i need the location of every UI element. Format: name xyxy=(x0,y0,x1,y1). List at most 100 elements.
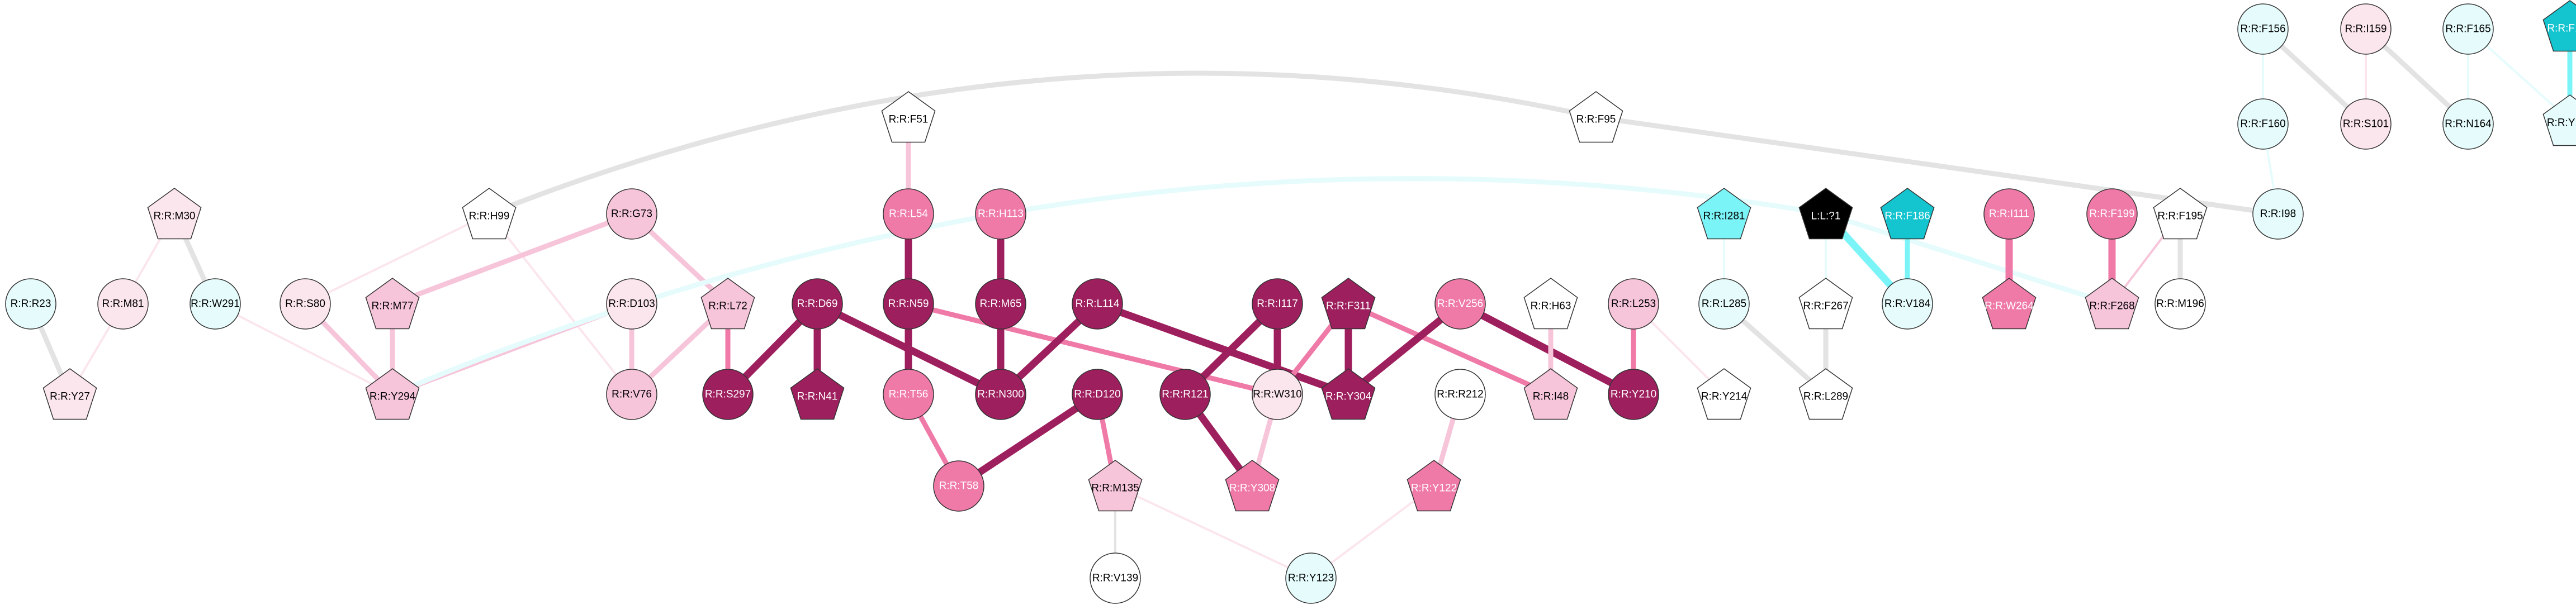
node-label: R:R:R121 xyxy=(1162,389,1208,401)
node-r-r-m196[interactable]: R:R:M196 xyxy=(2154,278,2206,330)
node-r-r-i111[interactable]: R:R:I111 xyxy=(1983,188,2035,240)
node-r-r-v184[interactable]: R:R:V184 xyxy=(1882,278,1933,330)
node-r-r-y294[interactable]: R:R:Y294 xyxy=(365,368,420,420)
node-r-r-i281[interactable]: R:R:I281 xyxy=(1697,188,1751,240)
node-r-r-f156[interactable]: R:R:F156 xyxy=(2237,3,2289,55)
node-circle-shape xyxy=(792,278,843,330)
node-label: R:R:H113 xyxy=(978,208,1024,220)
node-r-r-s101[interactable]: R:R:S101 xyxy=(2340,98,2392,150)
node-r-r-i159[interactable]: R:R:I159 xyxy=(2340,3,2392,55)
node-label: R:R:M65 xyxy=(980,298,1022,310)
node-r-r-l289[interactable]: R:R:L289 xyxy=(1798,368,1853,420)
edge-l-l-1-r-r-f268 xyxy=(1823,211,2115,307)
node-r-r-s297[interactable]: R:R:S297 xyxy=(702,369,754,420)
node-r-r-y27[interactable]: R:R:Y27 xyxy=(42,368,97,420)
node-r-r-r121[interactable]: R:R:R121 xyxy=(1159,369,1211,420)
node-r-r-m30[interactable]: R:R:M30 xyxy=(147,188,202,240)
node-r-r-f165[interactable]: R:R:F165 xyxy=(2442,3,2494,55)
node-circle-shape xyxy=(975,188,1026,240)
node-label: R:R:F195 xyxy=(2157,211,2203,222)
edge-r-r-l114-r-r-y304 xyxy=(1093,300,1352,398)
edge-r-r-f95-r-r-h99 xyxy=(486,70,1599,217)
node-r-r-w291[interactable]: R:R:W291 xyxy=(190,278,241,330)
node-pentagon-shape xyxy=(1569,91,1623,143)
node-r-r-y214[interactable]: R:R:Y214 xyxy=(1697,368,1751,420)
node-r-r-v139[interactable]: R:R:V139 xyxy=(1090,552,1141,604)
node-r-r-n41[interactable]: R:R:N41 xyxy=(790,368,845,420)
node-circle-shape xyxy=(606,369,657,420)
node-circle-shape xyxy=(5,278,56,330)
node-circle-shape xyxy=(1252,369,1303,420)
node-r-r-d120[interactable]: R:R:D120 xyxy=(1072,369,1123,420)
node-circle-shape xyxy=(2340,3,2392,55)
node-r-r-l54[interactable]: R:R:L54 xyxy=(883,188,934,240)
node-circle-shape xyxy=(2237,98,2289,150)
node-pentagon-shape xyxy=(1798,188,1853,240)
node-r-r-t56[interactable]: R:R:T56 xyxy=(883,369,934,420)
node-r-r-d69[interactable]: R:R:D69 xyxy=(792,278,843,330)
node-pentagon-shape xyxy=(881,91,936,143)
node-label: R:R:I281 xyxy=(1703,211,1745,222)
node-r-r-l253[interactable]: R:R:L253 xyxy=(1608,278,1659,330)
node-r-r-m65[interactable]: R:R:M65 xyxy=(975,278,1026,330)
node-r-r-h99[interactable]: R:R:H99 xyxy=(462,188,517,240)
node-r-r-n300[interactable]: R:R:N300 xyxy=(975,369,1026,420)
node-r-r-y304[interactable]: R:R:Y304 xyxy=(1321,368,1376,420)
node-r-r-y123[interactable]: R:R:Y123 xyxy=(1285,552,1337,604)
node-pentagon-shape xyxy=(1321,278,1376,330)
node-r-r-w310[interactable]: R:R:W310 xyxy=(1252,369,1303,420)
node-r-r-v256[interactable]: R:R:V256 xyxy=(1434,278,1486,330)
node-r-r-s80[interactable]: R:R:S80 xyxy=(280,278,331,330)
node-r-r-i98[interactable]: R:R:I98 xyxy=(2252,188,2304,240)
node-r-r-f51[interactable]: R:R:F51 xyxy=(881,91,936,143)
node-pentagon-shape xyxy=(2085,278,2139,330)
node-r-r-f186[interactable]: R:R:F186 xyxy=(1880,188,1935,240)
node-r-r-f195[interactable]: R:R:F195 xyxy=(2153,188,2208,240)
node-circle-shape xyxy=(1285,552,1337,604)
node-r-r-n59[interactable]: R:R:N59 xyxy=(883,278,934,330)
edge-r-r-d120-r-r-t58 xyxy=(955,390,1101,490)
node-label: R:R:F160 xyxy=(2240,118,2285,130)
node-r-r-w264[interactable]: R:R:W264 xyxy=(1982,278,2037,330)
node-r-r-v76[interactable]: R:R:V76 xyxy=(606,369,657,420)
node-r-r-y308[interactable]: R:R:Y308 xyxy=(1225,460,1280,512)
node-r-r-m81[interactable]: R:R:M81 xyxy=(97,278,149,330)
node-r-r-t58[interactable]: R:R:T58 xyxy=(933,460,984,512)
node-l-l-1[interactable]: L:L:?1 xyxy=(1798,188,1853,240)
node-r-r-m135[interactable]: R:R:M135 xyxy=(1088,460,1143,512)
node-label: R:R:I159 xyxy=(2345,23,2387,35)
node-r-r-i48[interactable]: R:R:I48 xyxy=(1523,368,1578,420)
node-r-r-f268[interactable]: R:R:F268 xyxy=(2085,278,2139,330)
node-r-r-f267[interactable]: R:R:F267 xyxy=(1798,278,1853,330)
node-label: R:R:I48 xyxy=(1533,391,1569,403)
node-r-r-y122[interactable]: R:R:Y122 xyxy=(1407,460,1461,512)
node-label: R:R:S101 xyxy=(2343,118,2389,130)
node-r-r-m77[interactable]: R:R:M77 xyxy=(365,278,420,330)
node-r-r-r212[interactable]: R:R:R212 xyxy=(1434,369,1486,420)
node-r-r-l285[interactable]: R:R:L285 xyxy=(1698,278,1750,330)
node-r-r-l72[interactable]: R:R:L72 xyxy=(700,278,755,330)
node-r-r-f199[interactable]: R:R:F199 xyxy=(2086,188,2138,240)
node-label: R:R:N300 xyxy=(977,389,1024,401)
node-r-r-y210[interactable]: R:R:Y210 xyxy=(1608,369,1659,420)
node-r-r-l114[interactable]: R:R:L114 xyxy=(1072,278,1123,330)
node-r-r-d103[interactable]: R:R:D103 xyxy=(606,278,657,330)
node-r-r-h63[interactable]: R:R:H63 xyxy=(1523,278,1578,330)
node-r-r-f95[interactable]: R:R:F95 xyxy=(1569,91,1623,143)
node-r-r-f160[interactable]: R:R:F160 xyxy=(2237,98,2289,150)
node-label: R:R:L114 xyxy=(1076,298,1120,310)
node-circle-shape xyxy=(883,278,934,330)
node-r-r-i117[interactable]: R:R:I117 xyxy=(1252,278,1303,330)
node-label: R:R:H99 xyxy=(469,211,510,222)
node-pentagon-shape xyxy=(462,188,517,240)
node-r-r-f311[interactable]: R:R:F311 xyxy=(1321,278,1376,330)
node-label: R:R:F156 xyxy=(2240,23,2285,35)
node-label: R:R:M135 xyxy=(1091,483,1139,494)
node-r-r-n164[interactable]: R:R:N164 xyxy=(2442,98,2494,150)
node-r-r-f185[interactable]: R:R:F185 xyxy=(2542,0,2576,52)
node-r-r-r23[interactable]: R:R:R23 xyxy=(5,278,56,330)
node-r-r-g73[interactable]: R:R:G73 xyxy=(606,188,657,240)
node-r-r-h113[interactable]: R:R:H113 xyxy=(975,188,1026,240)
node-r-r-y172[interactable]: R:R:Y172 xyxy=(2542,94,2576,146)
